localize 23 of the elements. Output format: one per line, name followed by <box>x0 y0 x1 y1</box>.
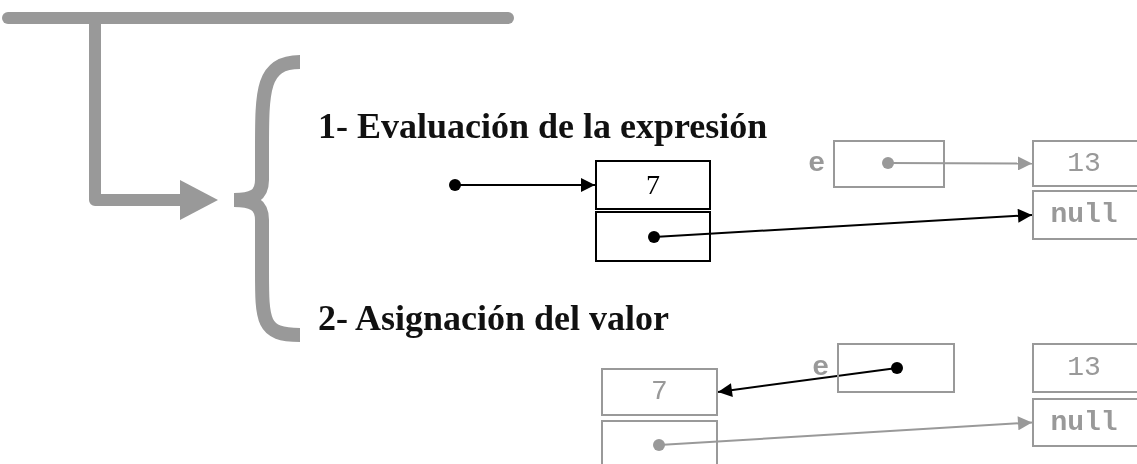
pointer-arrow <box>717 362 903 398</box>
memory-cell <box>1032 398 1137 447</box>
cell-value: 7 <box>646 171 660 199</box>
memory-cell <box>595 160 711 210</box>
step-heading: 1- Evaluación de la expresión <box>318 108 768 144</box>
cell-value: null <box>1050 201 1118 229</box>
pointer-arrow <box>882 156 1033 171</box>
pointer-arrow <box>449 178 596 192</box>
cell-value: 7 <box>651 378 668 406</box>
cell-value: 13 <box>1067 354 1101 382</box>
pointer-arrow <box>648 208 1033 243</box>
memory-cell <box>601 368 718 416</box>
variable-name: e <box>812 354 829 382</box>
variable-name: e <box>808 150 825 178</box>
memory-cell <box>1032 140 1137 187</box>
memory-cell <box>595 211 711 262</box>
memory-cell <box>1032 343 1137 393</box>
pointer-arrow <box>653 416 1033 451</box>
step-heading: 2- Asignación del valor <box>318 300 670 336</box>
memory-cell <box>601 420 718 464</box>
memory-cell <box>1032 190 1137 240</box>
cell-value: 13 <box>1067 149 1101 178</box>
cell-value: null <box>1050 408 1118 437</box>
